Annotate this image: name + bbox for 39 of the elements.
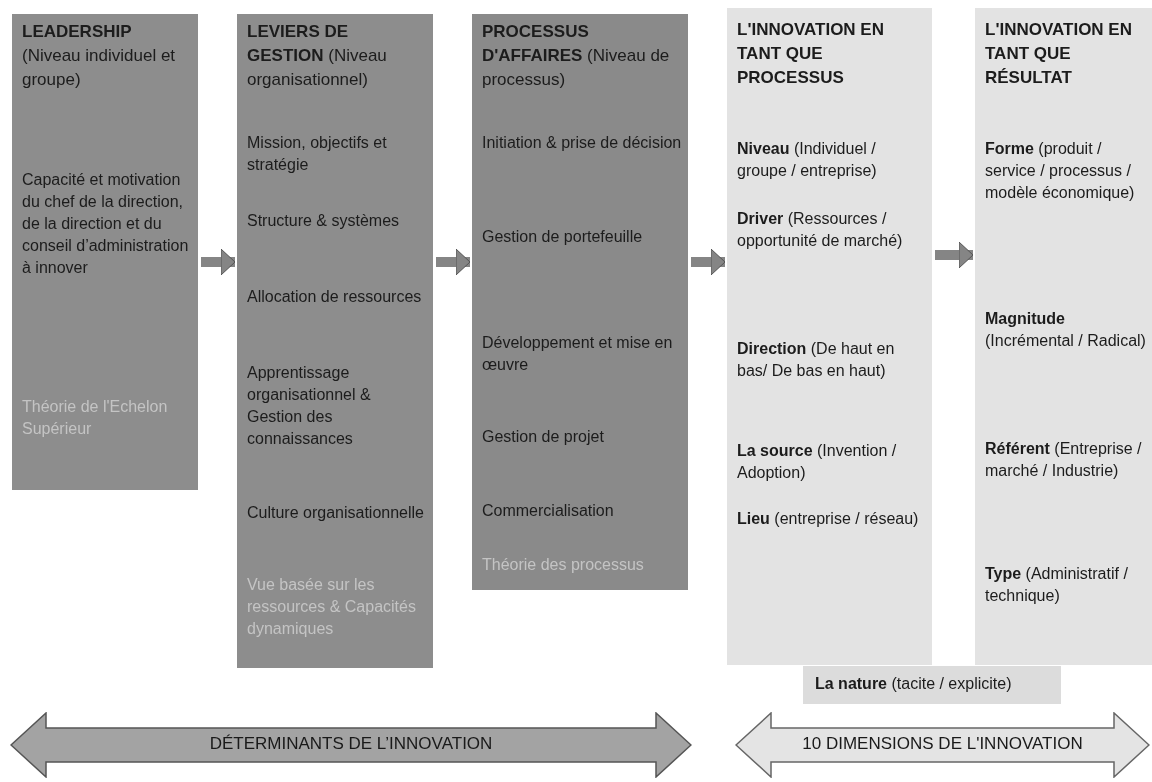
- column-item: Capacité et motivation du chef de la direction, de la direction et du conseil d’administration à innover: [22, 170, 190, 278]
- column-panel: [237, 14, 433, 668]
- arrow-label: DÉTERMINANTS DE L’INNOVATION: [208, 734, 494, 754]
- column-panel: [12, 14, 198, 490]
- column-heading: PROCESSUS D'AFFAIRES (Niveau de processus): [482, 21, 671, 91]
- column-heading: LEVIERS DE GESTION (Niveau organisationnel): [247, 21, 388, 91]
- column-item: Forme (produit / service / processus / modèle économique): [985, 139, 1136, 203]
- column-panel: [727, 8, 932, 665]
- column-item: Driver (Ressources / opportunité de marché): [737, 209, 904, 251]
- column-item: La source (Invention / Adoption): [737, 441, 898, 483]
- column-item: Référent (Entreprise / marché / Industrie): [985, 439, 1143, 481]
- column-item: Mission, objectifs et stratégie: [247, 133, 388, 175]
- column-panel: [472, 14, 688, 590]
- column-item: Gestion de portefeuille: [482, 227, 644, 247]
- column-item: Direction (De haut en bas/ De bas en haut): [737, 339, 896, 381]
- column-panel: [975, 8, 1152, 665]
- column-item: Développement et mise en œuvre: [482, 333, 674, 375]
- theory-note: Théorie des processus: [482, 555, 645, 575]
- block-arrow: [436, 248, 471, 276]
- column-item: Initiation & prise de décision: [482, 133, 682, 153]
- column-item: Allocation de ressources: [247, 287, 423, 307]
- block-arrow: [935, 241, 974, 269]
- column-item: Lieu (entreprise / réseau): [737, 509, 920, 529]
- column-item: Magnitude (Incrémental / Radical): [985, 309, 1146, 351]
- column-item: Niveau (Individuel / groupe / entreprise): [737, 139, 878, 181]
- column-item: Apprentissage organisationnel & Gestion des connaissances: [247, 363, 372, 449]
- column-item: Gestion de projet: [482, 427, 605, 447]
- column-item: Commercialisation: [482, 501, 615, 521]
- column-heading: L'INNOVATION EN TANT QUE PROCESSUS: [737, 19, 885, 89]
- column-item: Structure & systèmes: [247, 211, 401, 231]
- column-item: Type (Administratif / technique): [985, 564, 1129, 606]
- block-arrow: [691, 248, 726, 276]
- column-heading: L'INNOVATION EN TANT QUE RÉSULTAT: [985, 19, 1133, 89]
- block-arrow: [201, 248, 236, 276]
- column-heading: LEADERSHIP (Niveau individuel et groupe): [22, 21, 177, 91]
- column-item: Culture organisationnelle: [247, 503, 425, 523]
- arrow-label: 10 DIMENSIONS DE L'INNOVATION: [801, 734, 1084, 754]
- dimension-text: La nature (tacite / explicite): [815, 675, 1012, 693]
- note-panel: [803, 666, 1061, 704]
